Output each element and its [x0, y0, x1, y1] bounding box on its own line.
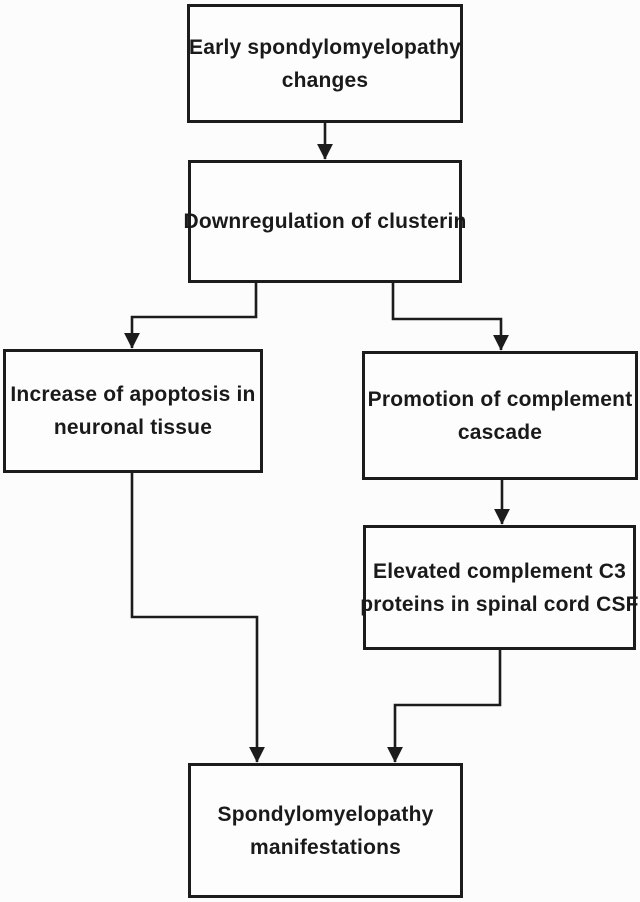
flow-node-complement-cascade: Promotion of complement cascade — [362, 351, 638, 480]
node-label-line: neuronal tissue — [53, 416, 213, 439]
node-label-line: Promotion of complement — [367, 387, 633, 411]
arrow-downregulation-to-apoptosis — [124, 283, 258, 349]
node-label-line: proteins in spinal cord CSF — [360, 592, 639, 616]
node-label-line: Increase of apoptosis in — [10, 383, 256, 406]
node-label-line: cascade — [457, 420, 543, 444]
node-label-line: manifestations — [250, 835, 401, 859]
node-label-line: Downregulation of clusterin — [183, 210, 467, 233]
node-label-line: Elevated complement C3 — [373, 559, 626, 583]
flow-node-apoptosis: Increase of apoptosis in neuronal tissue — [3, 349, 263, 473]
arrow-apoptosis-to-manifestations — [130, 473, 265, 763]
node-label-line: changes — [281, 68, 369, 92]
flow-node-manifestations: Spondylomyelopathy manifestations — [188, 763, 463, 898]
arrow-downregulation-to-complement-cascade — [391, 283, 509, 351]
flow-node-early-changes: Early spondylomyelopathy changes — [187, 4, 463, 123]
node-label-line: Spondylomyelopathy — [217, 802, 434, 826]
flow-node-c3-proteins: Elevated complement C3 proteins in spinal… — [360, 525, 639, 650]
node-label-line: Early spondylomyelopathy — [188, 35, 462, 59]
arrow-c3-proteins-to-manifestations — [387, 650, 502, 763]
flow-node-downregulation: Downregulation of clusterin — [183, 160, 466, 283]
